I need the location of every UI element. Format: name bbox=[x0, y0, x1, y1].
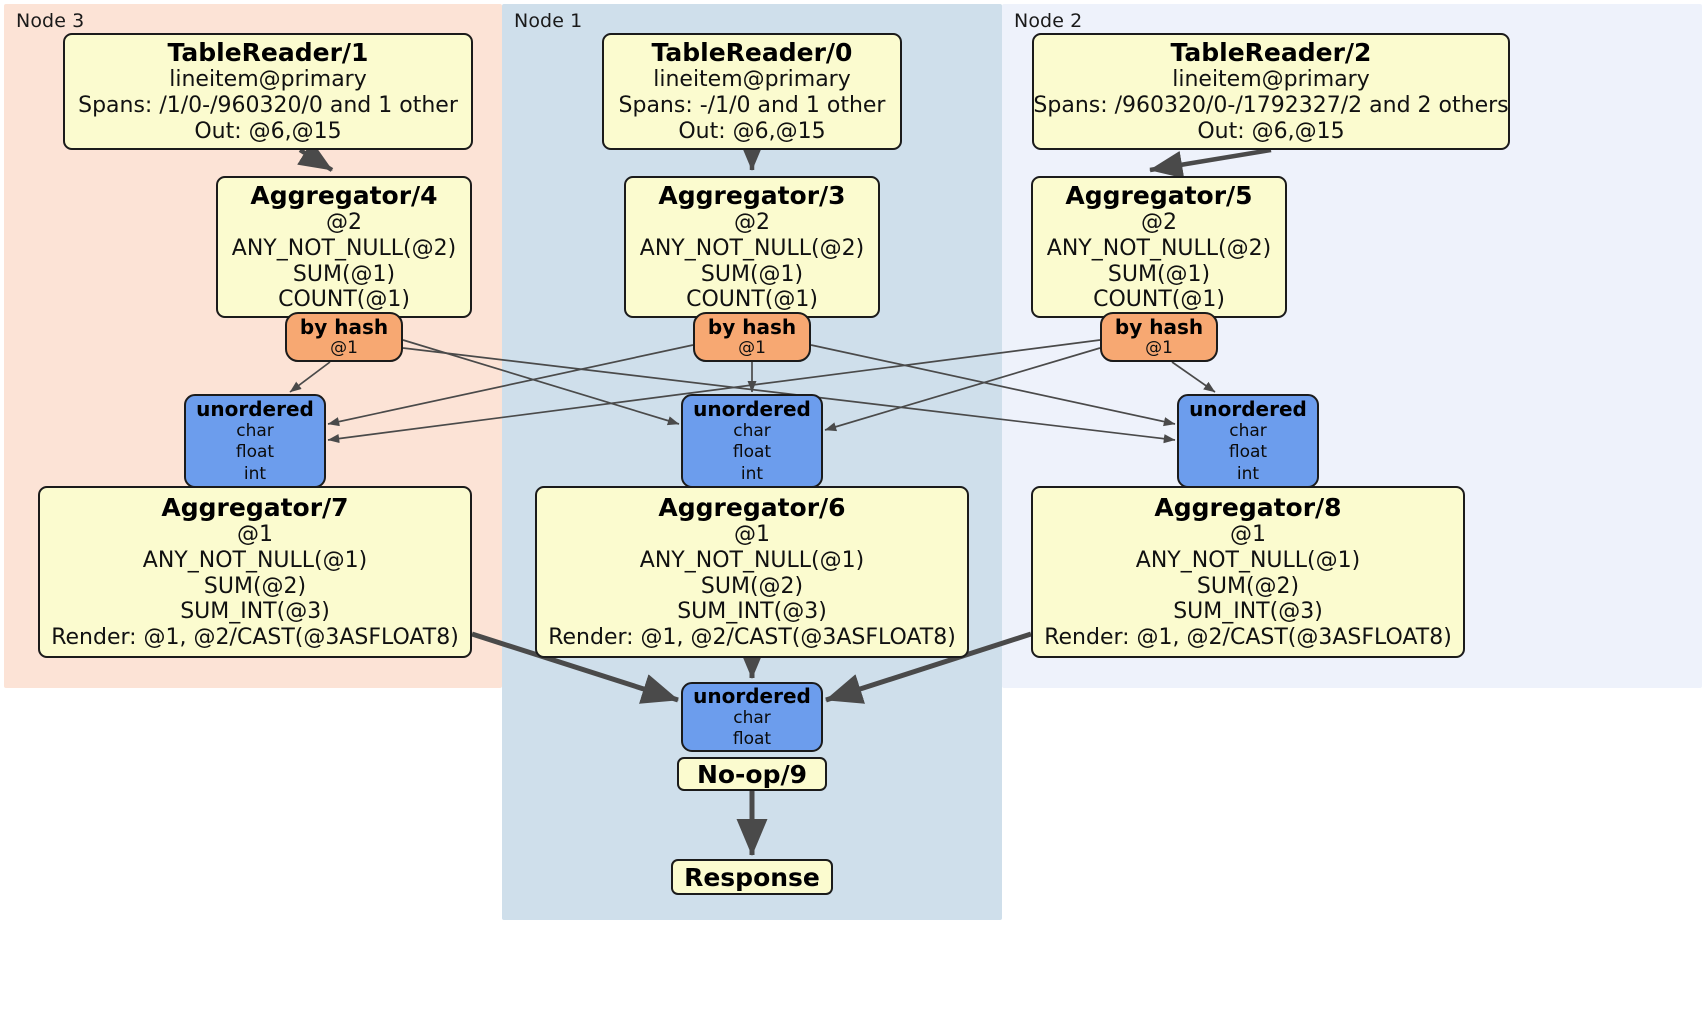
processor-detail-line: Spans: /960320/0-/1792327/2 and 2 others bbox=[1033, 93, 1509, 119]
processor-detail-line: @1 bbox=[330, 337, 358, 358]
hash-router-box[interactable]: by hash@1 bbox=[1100, 312, 1218, 362]
node-label-node2: Node 2 bbox=[1014, 10, 1083, 32]
processor-detail-line: SUM(@2) bbox=[1196, 573, 1300, 599]
processor-detail-line: SUM(@2) bbox=[203, 573, 307, 599]
processor-detail-line: SUM(@1) bbox=[292, 261, 396, 287]
processor-detail-line: Spans: -/1/0 and 1 other bbox=[618, 93, 886, 119]
processor-detail-line: lineitem@primary bbox=[653, 67, 851, 93]
processor-detail-line: float bbox=[732, 729, 772, 749]
processor-title: No-op/9 bbox=[696, 759, 808, 789]
processor-detail-line: @1 bbox=[738, 337, 766, 358]
processor-detail-line: lineitem@primary bbox=[1172, 67, 1370, 93]
processor-detail-line: int bbox=[1236, 463, 1260, 484]
processor-detail-line: @2 bbox=[326, 210, 362, 236]
processor-detail-line: Render: @1, @2/CAST(@3ASFLOAT8) bbox=[548, 625, 956, 651]
processor-detail-line: Spans: /1/0-/960320/0 and 1 other bbox=[78, 93, 458, 119]
processor-title: by hash bbox=[707, 314, 797, 339]
processor-title: Aggregator/6 bbox=[658, 493, 846, 523]
processor-detail-line: int bbox=[740, 463, 764, 484]
processor-title: unordered bbox=[196, 397, 314, 422]
no-op-box[interactable]: No-op/9 bbox=[677, 757, 827, 791]
processor-detail-line: float bbox=[235, 442, 275, 463]
processor-detail-line: ANY_NOT_NULL(@2) bbox=[1046, 235, 1272, 261]
hash-router-box[interactable]: by hash@1 bbox=[693, 312, 811, 362]
processor-title: unordered bbox=[693, 683, 811, 708]
processor-detail-line: Render: @1, @2/CAST(@3ASFLOAT8) bbox=[51, 625, 459, 651]
processor-title: Aggregator/7 bbox=[161, 493, 349, 523]
processor-detail-line: ANY_NOT_NULL(@2) bbox=[231, 235, 457, 261]
processor-detail-line: float bbox=[1228, 442, 1268, 463]
processor-detail-line: Out: @6,@15 bbox=[1197, 118, 1345, 144]
processor-title: by hash bbox=[299, 314, 389, 339]
processor-detail-line: @1 bbox=[237, 522, 273, 548]
processor-detail-line: SUM(@1) bbox=[700, 261, 804, 287]
processor-title: Aggregator/8 bbox=[1154, 493, 1342, 523]
processor-detail-line: SUM(@2) bbox=[700, 573, 804, 599]
processor-title: Response bbox=[684, 862, 820, 892]
hash-router-box[interactable]: by hash@1 bbox=[285, 312, 403, 362]
processor-title: TableReader/2 bbox=[1170, 38, 1372, 68]
processor-detail-line: @1 bbox=[1145, 337, 1173, 358]
processor-title: TableReader/0 bbox=[651, 38, 853, 68]
node-label-node3: Node 3 bbox=[16, 10, 85, 32]
processor-detail-line: lineitem@primary bbox=[169, 67, 367, 93]
response-box[interactable]: Response bbox=[671, 859, 833, 895]
processor-detail-line: @1 bbox=[734, 522, 770, 548]
processor-title: unordered bbox=[1189, 397, 1307, 422]
processor-detail-line: SUM_INT(@3) bbox=[180, 599, 330, 625]
processor-title: Aggregator/3 bbox=[658, 181, 846, 211]
processor-title: TableReader/1 bbox=[167, 38, 369, 68]
processor-detail-line: Out: @6,@15 bbox=[678, 118, 826, 144]
node-label-node1: Node 1 bbox=[514, 10, 583, 32]
processor-detail-line: float bbox=[732, 442, 772, 463]
processor-detail-line: Render: @1, @2/CAST(@3ASFLOAT8) bbox=[1044, 625, 1452, 651]
processor-title: by hash bbox=[1114, 314, 1204, 339]
processor-detail-line: char bbox=[733, 707, 771, 728]
processor-detail-line: char bbox=[733, 421, 771, 442]
processor-detail-line: char bbox=[236, 421, 274, 442]
processor-detail-line: @2 bbox=[734, 210, 770, 236]
processor-detail-line: Out: @6,@15 bbox=[194, 118, 342, 144]
processor-detail-line: ANY_NOT_NULL(@2) bbox=[639, 235, 865, 261]
processor-detail-line: char bbox=[1229, 421, 1267, 442]
processor-detail-line: ANY_NOT_NULL(@1) bbox=[1135, 547, 1361, 573]
processor-detail-line: COUNT(@1) bbox=[1093, 287, 1225, 313]
processor-detail-line: COUNT(@1) bbox=[686, 287, 818, 313]
processor-detail-line: ANY_NOT_NULL(@1) bbox=[639, 547, 865, 573]
processor-detail-line: ANY_NOT_NULL(@1) bbox=[142, 547, 368, 573]
processor-detail-line: COUNT(@1) bbox=[278, 287, 410, 313]
processor-detail-line: @2 bbox=[1141, 210, 1177, 236]
processor-title: unordered bbox=[693, 397, 811, 422]
processor-title: Aggregator/4 bbox=[250, 181, 438, 211]
processor-detail-line: SUM(@1) bbox=[1107, 261, 1211, 287]
processor-title: Aggregator/5 bbox=[1065, 181, 1253, 211]
processor-detail-line: SUM_INT(@3) bbox=[1173, 599, 1323, 625]
processor-detail-line: SUM_INT(@3) bbox=[677, 599, 827, 625]
processor-detail-line: @1 bbox=[1230, 522, 1266, 548]
processor-detail-line: int bbox=[243, 463, 267, 484]
